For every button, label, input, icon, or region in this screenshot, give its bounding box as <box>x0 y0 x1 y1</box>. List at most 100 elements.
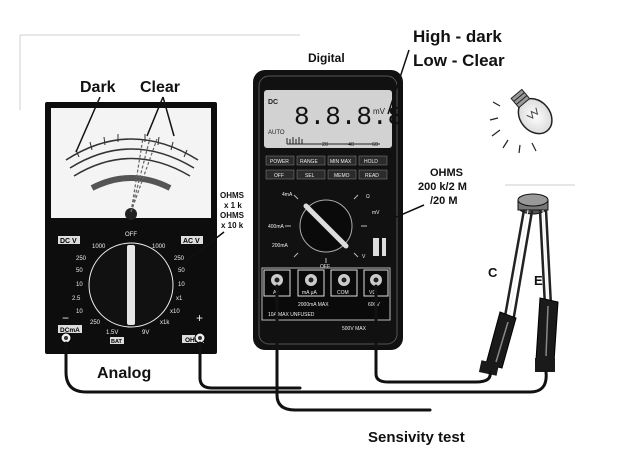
dial-scale-label: 50 <box>76 268 83 274</box>
dial-label: V <box>362 254 366 260</box>
off-label: OFF <box>125 232 137 238</box>
bulb-rays <box>489 101 537 154</box>
bulb-thread <box>515 95 528 105</box>
analog-multimeter: DC V AC V OFF 1000 250 50 10 2.5 10 250 … <box>45 102 217 354</box>
analog-label: Analog <box>97 365 151 382</box>
clip-e[interactable] <box>535 297 559 372</box>
dark-clear-pointers <box>75 96 175 153</box>
ohms-right-range: /20 M <box>430 195 458 207</box>
lcd-dc-label: DC <box>268 99 278 106</box>
button-label: MEMO <box>334 173 350 179</box>
button-label: RANGE <box>300 159 318 165</box>
ohms-right-label: OHMS <box>430 167 463 179</box>
jack-note: 600V <box>368 302 380 308</box>
memo-button[interactable] <box>327 169 357 180</box>
dark-label: Dark <box>80 79 116 96</box>
pin-c-label: C <box>488 265 498 280</box>
low-clear-label: Low - Clear <box>413 51 505 70</box>
jack-label: COM <box>337 290 349 296</box>
transistor-leads <box>502 209 553 323</box>
dcma-label: DCmA <box>60 327 80 334</box>
off-button[interactable] <box>265 169 295 180</box>
digital-multimeter: DC AUTO mV 8.8.8.8 20 40 60 POWER RANGE <box>253 70 403 350</box>
dial-label: 4mA <box>282 192 293 198</box>
jack-label: VΩ <box>369 290 376 296</box>
dial-marker <box>373 238 379 256</box>
button-label: HOLD <box>364 159 378 165</box>
range-button[interactable] <box>296 155 326 166</box>
test-wires <box>64 284 548 412</box>
analog-scale-window <box>51 108 211 218</box>
jack-label: A <box>273 290 277 296</box>
minmax-button[interactable] <box>327 155 357 166</box>
bar-tick: 40 <box>348 142 354 148</box>
dial-scale-label: x1 <box>176 296 183 302</box>
lcd-mv-label: mV <box>373 107 386 116</box>
clear-label: Clear <box>140 79 180 96</box>
wire-analog-plus <box>198 341 302 390</box>
digital-button-grid: POWER RANGE MIN MAX HOLD OFF SEL MEMO RE… <box>265 155 388 180</box>
power-button[interactable] <box>265 155 295 166</box>
jack-note: 500V MAX <box>342 326 367 332</box>
jack-label: mA μA <box>302 290 317 296</box>
needle-positions <box>130 137 158 213</box>
dial-scale-label: 10 <box>76 309 83 315</box>
ohms-left-range: x 10 k <box>221 221 244 230</box>
digital-label: Digital <box>308 51 345 65</box>
sensivity-test-label: Sensivity test <box>368 429 465 446</box>
ohm-label-box <box>182 335 204 343</box>
sel-button[interactable] <box>296 169 326 180</box>
jack-hole <box>274 277 280 283</box>
jack-hole <box>308 277 314 283</box>
bat-label-box <box>110 337 124 344</box>
dial-scale-label: 1000 <box>92 244 106 250</box>
analog-dial-pointer <box>127 245 135 325</box>
jack-panel <box>261 267 391 321</box>
button-label: POWER <box>270 159 289 165</box>
clip-e-highlight <box>545 305 549 357</box>
dial-scale-label: 9V <box>142 330 149 336</box>
dial-scale-label: 250 <box>174 256 185 262</box>
jack-hole <box>198 336 202 340</box>
button-label: MIN MAX <box>330 159 352 165</box>
read-button[interactable] <box>358 169 388 180</box>
clip-c-sleeve <box>478 360 500 376</box>
dcv-label: DC V <box>60 238 77 245</box>
dial-marker <box>382 238 386 256</box>
clip-c[interactable] <box>478 311 517 376</box>
clip-e-sleeve <box>535 358 555 372</box>
plus-sign: + <box>196 311 203 325</box>
dcma-label-box <box>58 325 82 333</box>
jack-hole <box>373 277 379 283</box>
dial-label: 200mA <box>272 243 289 249</box>
clip-c-body <box>485 311 517 369</box>
bat-label: BAT <box>111 339 123 345</box>
dial-scale-label: 1000 <box>152 244 166 250</box>
lcd-bargraph <box>286 137 380 145</box>
dial-scale-label: 50 <box>178 268 185 274</box>
wire-analog-minus <box>64 341 548 394</box>
digital-dial-pointer <box>303 203 349 249</box>
hold-button[interactable] <box>358 155 388 166</box>
jack-hole <box>64 336 68 340</box>
bar-tick: 60 <box>372 142 378 148</box>
needle-pivot <box>125 208 137 220</box>
jack-frame <box>330 269 358 297</box>
scale-arc <box>69 148 195 169</box>
jack-note: 2000mA MAX <box>298 302 329 308</box>
dial-scale-label: 10 <box>178 282 185 288</box>
ohms-right-range: 200 k/2 M <box>418 181 467 193</box>
dial-label: OFF <box>320 264 330 270</box>
dcv-label-box <box>58 236 80 244</box>
scale-arc <box>73 157 191 177</box>
transistor-lens <box>517 193 549 207</box>
lcd-digits: 8.8.8.8 <box>294 102 403 132</box>
ohm-label: OHM <box>185 337 200 344</box>
bar-tick: 20 <box>322 142 328 148</box>
dial-scale-label: 250 <box>76 256 87 262</box>
digital-meter-inner-rim <box>258 75 398 345</box>
high-low-pointer <box>387 49 410 115</box>
ohms-left-label: OHMS <box>220 211 245 220</box>
wire-digital-a <box>275 284 432 412</box>
ohms-left-pointer <box>174 231 225 271</box>
